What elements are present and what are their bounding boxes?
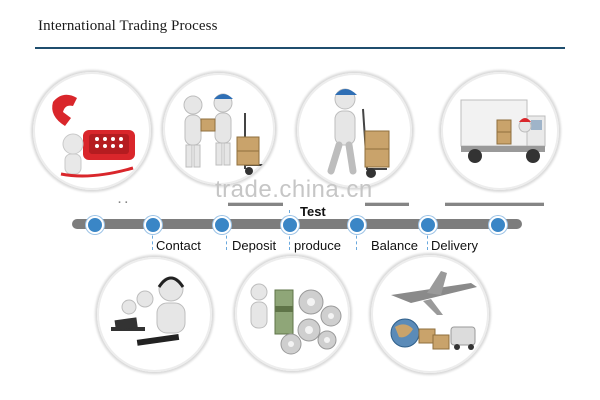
timeline-dot-1	[86, 216, 104, 234]
connector-delivery	[427, 230, 428, 250]
step-label-produce: produce	[294, 238, 341, 253]
step-label-test: Test	[300, 204, 326, 219]
shipping-circle	[371, 255, 489, 373]
timeline-dot-5	[348, 216, 366, 234]
telephone-circle	[33, 72, 151, 190]
operators-circle	[97, 257, 212, 372]
timeline-dot-7	[489, 216, 507, 234]
step-label-balance: Balance	[371, 238, 418, 253]
airplane-globe-van-icon	[390, 271, 477, 350]
connector-contact	[152, 230, 153, 250]
handtruck-circle	[297, 73, 412, 188]
gears-and-money-icon	[250, 283, 342, 355]
courier-handoff-icon	[183, 93, 263, 175]
courier-circle	[163, 73, 275, 185]
timeline-dot-4	[281, 216, 299, 234]
faded-label-4: ▬▬▬▬▬▬▬▬▬	[445, 197, 544, 209]
step-label-deposit: Deposit	[232, 238, 277, 253]
faded-label-3: ▬▬▬▬	[365, 197, 409, 209]
timeline-dot-3	[213, 216, 231, 234]
delivery-truck-icon	[460, 99, 546, 163]
step-label-contact: Contact	[156, 238, 201, 253]
page-title: International Trading Process	[38, 18, 218, 34]
hand-truck-boxes-icon	[327, 88, 390, 178]
headset-operators-icon	[111, 276, 186, 346]
timeline-dot-2	[144, 216, 162, 234]
watermark-text: trade.china.cn	[215, 176, 373, 203]
step-label-delivery: Delivery	[431, 238, 478, 253]
red-telephone-icon	[52, 94, 135, 178]
title-divider	[35, 47, 565, 49]
connector-deposit	[226, 230, 227, 250]
faded-label-1: · ·	[118, 197, 129, 209]
connector-balance	[356, 230, 357, 250]
production-circle	[235, 256, 350, 371]
truck-circle	[441, 72, 559, 190]
faded-label-2: ▬▬▬▬▬	[228, 197, 283, 209]
timeline-dot-6	[419, 216, 437, 234]
